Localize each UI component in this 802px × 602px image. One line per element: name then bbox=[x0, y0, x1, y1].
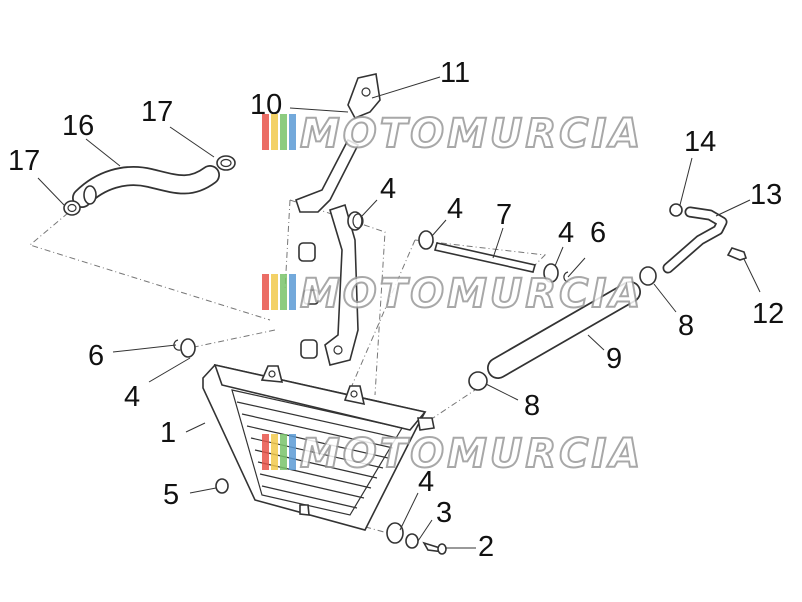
clamp-17-right bbox=[216, 155, 236, 171]
watermark-logo-text: MOTOMURCIA bbox=[300, 271, 643, 317]
clamp-17-left bbox=[63, 200, 81, 216]
hose-9 bbox=[487, 281, 641, 379]
callout-4-bottom: 4 bbox=[418, 466, 434, 498]
watermark-bottom: MOTOMURCIA bbox=[262, 430, 643, 478]
grommet-4-bracket bbox=[347, 211, 364, 231]
mounting-bracket-11 bbox=[294, 73, 381, 366]
callout-4-bracket: 4 bbox=[380, 173, 396, 205]
bolt-12 bbox=[726, 247, 748, 261]
hose-16 bbox=[72, 165, 220, 208]
washer-14 bbox=[669, 203, 683, 217]
watermark-stripes bbox=[262, 274, 296, 310]
assembly-guide-lines bbox=[28, 199, 547, 536]
callout-2: 2 bbox=[478, 531, 494, 563]
callout-numbers: 1 2 3 4 4 4 4 4 5 6 6 7 8 8 9 10 11 12 1… bbox=[8, 57, 784, 563]
plug-5 bbox=[215, 478, 229, 494]
washer-3 bbox=[405, 533, 419, 549]
callout-9: 9 bbox=[606, 343, 622, 375]
callout-6-left: 6 bbox=[88, 340, 104, 372]
callout-11: 11 bbox=[440, 57, 470, 89]
callout-6-right: 6 bbox=[590, 217, 606, 249]
grommet-4-upper-right bbox=[543, 263, 559, 283]
pipe-13 bbox=[662, 206, 728, 274]
grommet-4-bottom bbox=[386, 522, 404, 544]
grommet-4-upper-left bbox=[418, 230, 434, 250]
callout-16: 16 bbox=[62, 110, 94, 142]
callout-12: 12 bbox=[752, 298, 784, 330]
watermark-top: MOTOMURCIA bbox=[262, 110, 643, 158]
callout-8-lower: 8 bbox=[524, 390, 540, 422]
callout-4-pin-left: 4 bbox=[447, 193, 463, 225]
callout-17-top: 17 bbox=[141, 96, 173, 128]
callout-4-left: 4 bbox=[124, 381, 140, 413]
callout-7: 7 bbox=[496, 199, 512, 231]
oil-cooler-radiator bbox=[202, 363, 435, 531]
clip-6-left bbox=[173, 339, 181, 351]
pin-7 bbox=[433, 242, 537, 273]
grommet-4-left bbox=[180, 338, 196, 358]
callout-1: 1 bbox=[160, 417, 176, 449]
leader-lines bbox=[37, 76, 761, 549]
callout-13: 13 bbox=[750, 179, 782, 211]
clamp-8-upper bbox=[639, 266, 657, 286]
watermark-logo-text: MOTOMURCIA bbox=[300, 111, 643, 157]
watermark-stripes bbox=[262, 434, 296, 470]
watermark-logo-text: MOTOMURCIA bbox=[300, 431, 643, 477]
watermark-middle: MOTOMURCIA bbox=[262, 270, 643, 318]
callout-14: 14 bbox=[684, 126, 716, 158]
callout-4-pin-right: 4 bbox=[558, 217, 574, 249]
callout-17-left: 17 bbox=[8, 145, 40, 177]
callout-8-upper: 8 bbox=[678, 310, 694, 342]
callout-5: 5 bbox=[163, 479, 179, 511]
clamp-8-lower bbox=[468, 371, 488, 391]
bolt-2 bbox=[422, 541, 447, 555]
radiator-fins bbox=[236, 401, 399, 509]
callout-3: 3 bbox=[436, 497, 452, 529]
clip-6-right bbox=[563, 271, 571, 283]
watermark-stripes bbox=[262, 114, 296, 150]
